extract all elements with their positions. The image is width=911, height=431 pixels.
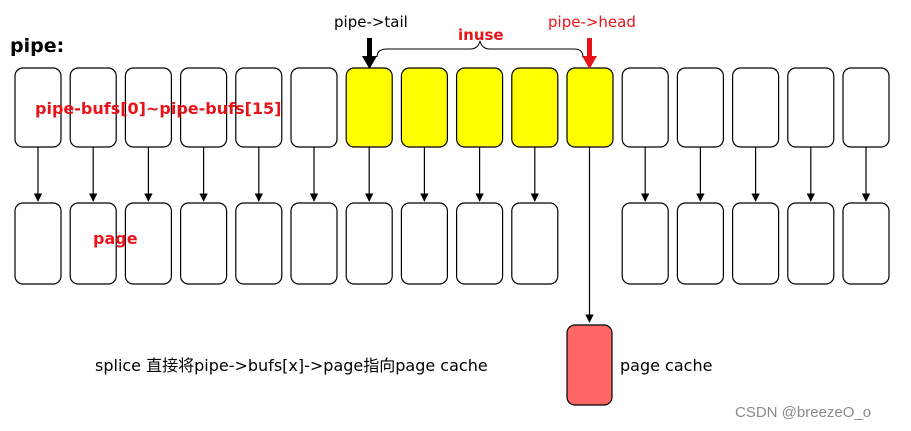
pipe-buffer	[69, 67, 117, 148]
splice-caption: splice 直接将pipe->bufs[x]->page指向page cach…	[95, 356, 488, 375]
pipe-buffer-row	[14, 67, 890, 148]
page-box	[787, 202, 835, 285]
pipe-buffer-inuse	[345, 67, 393, 148]
page-box	[676, 202, 725, 285]
pipe-buffer	[842, 67, 890, 148]
page-box	[124, 202, 173, 285]
page-box	[456, 202, 504, 285]
pipe-buffer	[731, 67, 780, 148]
pipe-buffer	[124, 67, 173, 148]
page-box	[69, 202, 117, 285]
pipe-buffer-inuse	[456, 67, 504, 148]
page-row	[14, 202, 890, 285]
buffer-to-page-arrows	[33, 147, 871, 202]
page-box	[345, 202, 393, 285]
page-box	[290, 202, 338, 285]
page-box	[511, 202, 559, 285]
pipe-buffer	[180, 67, 228, 148]
pipe-buffer-inuse	[400, 67, 448, 148]
page-box	[14, 202, 62, 285]
pipe-buffer	[676, 67, 725, 148]
page-box	[400, 202, 448, 285]
tail-arrow	[362, 38, 377, 69]
watermark: CSDN @breezeO_o	[735, 404, 871, 421]
page-cache-label: page cache	[620, 356, 712, 375]
head-arrow	[582, 38, 597, 69]
page-cache-box	[566, 324, 613, 406]
pipe-buffer	[290, 67, 338, 148]
page-box	[180, 202, 228, 285]
pipe-buffer	[235, 67, 283, 148]
pipe-buffer	[787, 67, 835, 148]
pipe-buffer	[621, 67, 669, 148]
pipe-bufs-range-label: pipe-bufs[0]~pipe-bufs[15]	[35, 99, 281, 118]
inuse-label: inuse	[458, 26, 504, 44]
page-box	[731, 202, 780, 285]
page-box	[235, 202, 283, 285]
page-label: page	[93, 229, 138, 248]
inuse-brace	[376, 40, 584, 58]
page-box	[842, 202, 890, 285]
pipe-title: pipe:	[10, 35, 64, 57]
head-label: pipe->head	[548, 13, 636, 31]
pipe-buffer-inuse	[511, 67, 559, 148]
pipe-buffer-inuse	[566, 67, 614, 148]
page-box	[621, 202, 669, 285]
tail-label: pipe->tail	[334, 13, 408, 31]
pipe-buffer	[14, 67, 62, 148]
